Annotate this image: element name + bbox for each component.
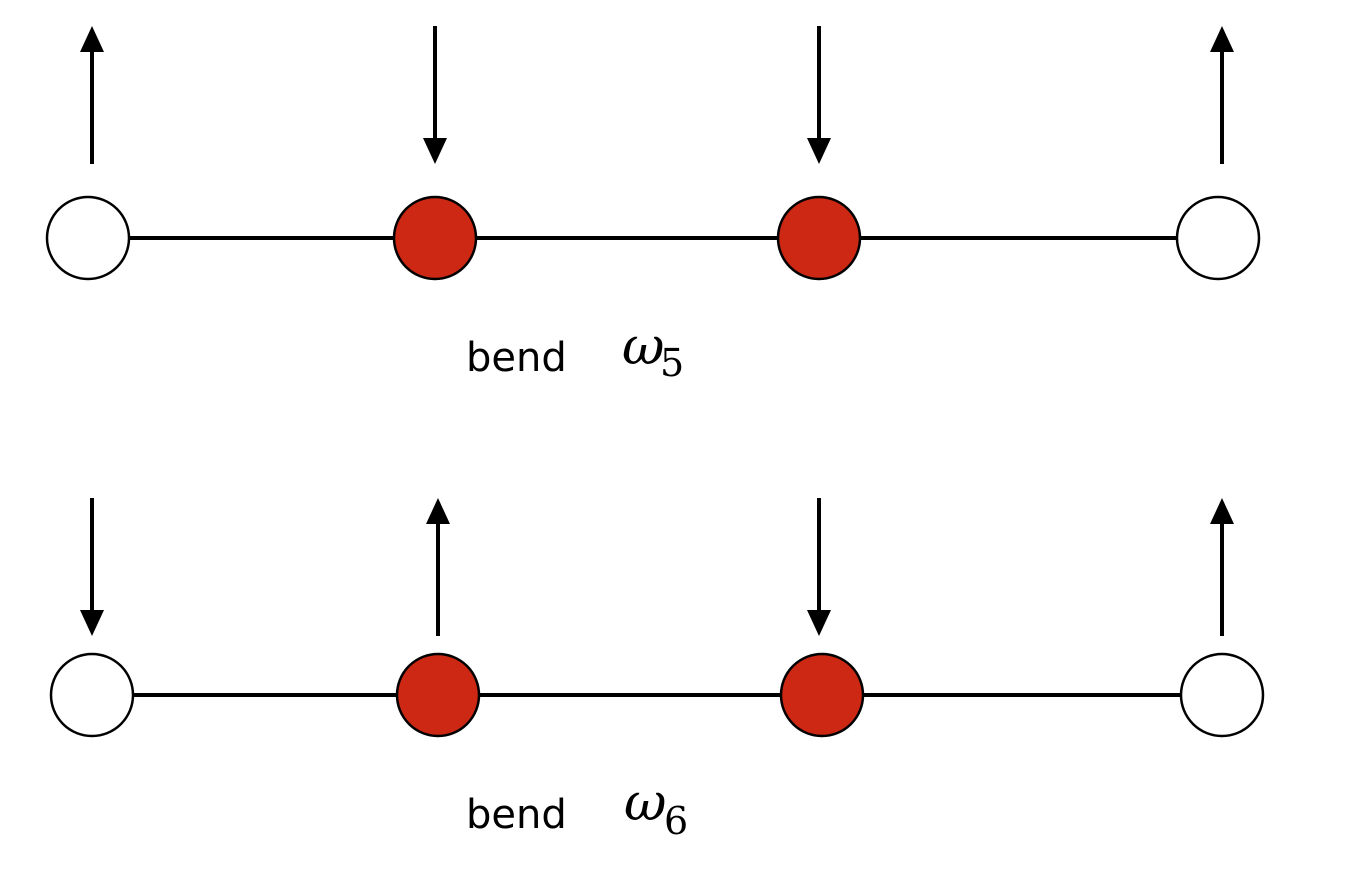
arrowhead-up xyxy=(1210,498,1234,524)
arrowhead-down xyxy=(807,138,831,164)
arrowhead-down xyxy=(807,610,831,636)
mode-label-omega: ω xyxy=(622,317,664,377)
mode-label-subscript: 5 xyxy=(660,341,684,385)
arrowhead-up xyxy=(426,498,450,524)
mode-label-word: bend xyxy=(466,335,567,381)
carbon-atom xyxy=(395,652,481,738)
mode-6-group: bend ω 6 xyxy=(49,498,1265,843)
arrowhead-down xyxy=(80,610,104,636)
mode-label-omega: ω xyxy=(624,773,666,833)
mode-label-subscript: 6 xyxy=(664,799,688,843)
carbon-atom xyxy=(392,195,478,281)
carbon-atom xyxy=(776,195,862,281)
mode-label-word: bend xyxy=(466,792,567,838)
arrowhead-up xyxy=(1210,26,1234,52)
end-atom xyxy=(45,195,131,281)
end-atom xyxy=(49,652,135,738)
mode-5-group: bend ω 5 xyxy=(45,26,1261,385)
arrowhead-up xyxy=(80,26,104,52)
end-atom xyxy=(1175,195,1261,281)
arrowhead-down xyxy=(423,138,447,164)
end-atom xyxy=(1179,652,1265,738)
carbon-atom xyxy=(779,652,865,738)
